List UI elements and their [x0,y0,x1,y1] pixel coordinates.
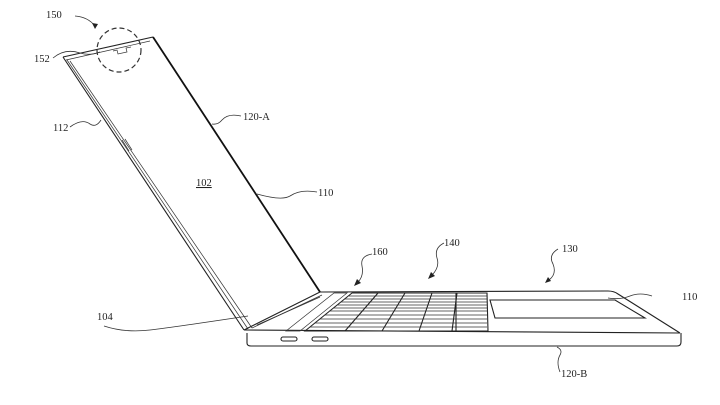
usb-port-2 [311,336,329,342]
leader-lines [52,15,653,373]
label-120-a: 120-A [243,112,270,123]
label-120-b: 120-B [561,369,587,380]
laptop-base [243,290,682,347]
label-160: 160 [372,247,388,258]
label-130: 130 [562,244,578,255]
laptop-lid [62,36,321,331]
label-112: 112 [53,123,68,134]
keyboard [303,292,489,332]
trackpad [489,299,647,319]
label-140: 140 [444,238,460,249]
label-152: 152 [34,54,50,65]
label-110-right: 110 [682,292,697,303]
usb-port-1 [280,336,298,342]
label-150: 150 [46,10,62,21]
camera-region-circle [96,27,142,73]
label-102: 102 [196,178,212,189]
label-110-top: 110 [318,188,333,199]
label-104: 104 [97,312,114,323]
touch-bar [284,292,348,332]
